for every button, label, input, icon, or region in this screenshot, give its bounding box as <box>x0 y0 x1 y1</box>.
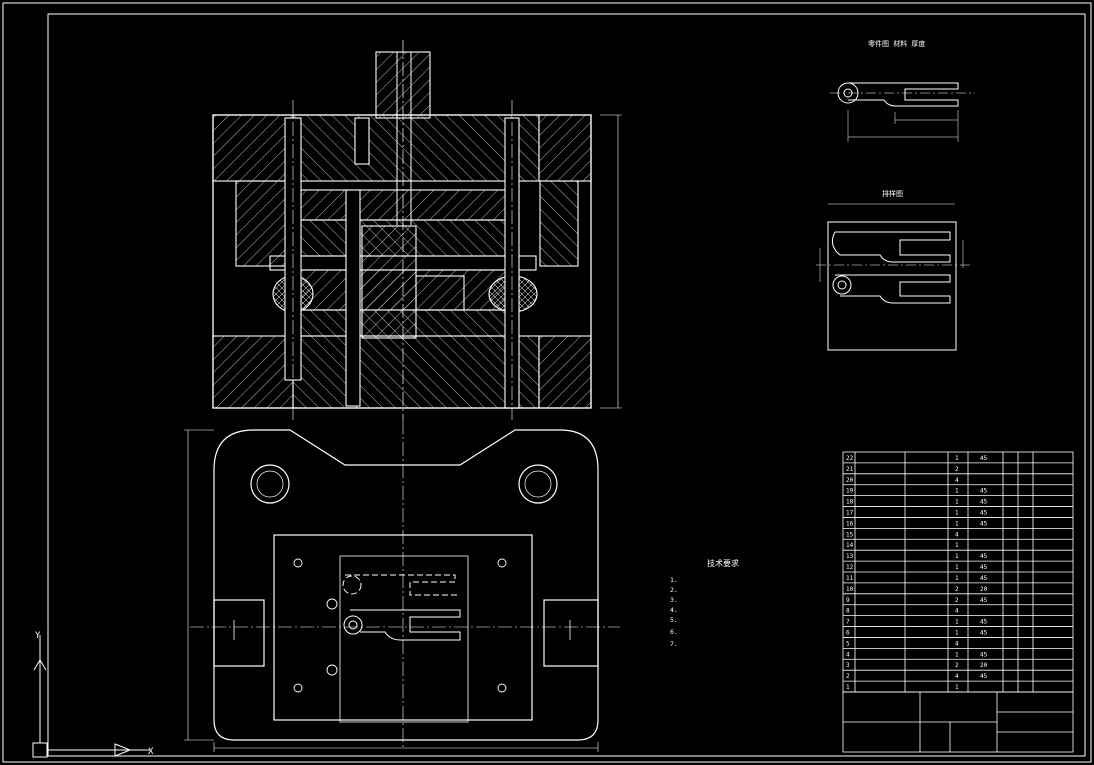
table-cell-qty: 1 <box>955 575 959 582</box>
table-cell-qty: 2 <box>955 586 959 593</box>
table-cell-qty: 4 <box>955 608 959 615</box>
part-drawing-label: 零件图 材料 厚度 <box>868 39 925 48</box>
table-cell-mat: 45 <box>980 488 988 495</box>
tech-req-title: 技术要求 <box>707 558 739 568</box>
strip-layout-label: 排样图 <box>882 189 903 198</box>
table-cell-no: 16 <box>846 520 854 527</box>
table-cell-no: 6 <box>846 630 850 637</box>
table-cell-qty: 2 <box>955 662 959 669</box>
table-cell-mat: 45 <box>980 455 988 462</box>
table-cell-no: 2 <box>846 673 850 680</box>
table-cell-qty: 2 <box>955 597 959 604</box>
table-cell-no: 3 <box>846 662 850 669</box>
table-cell-qty: 4 <box>955 477 959 484</box>
technical-requirements: 技术要求 1. 2. 3. 4. 5. 6. 7. <box>670 558 739 648</box>
strip-layout: 排样图 <box>816 189 970 351</box>
table-cell-qty: 1 <box>955 684 959 691</box>
table-cell-no: 5 <box>846 640 850 647</box>
table-cell-mat: 45 <box>980 575 988 582</box>
table-cell-qty: 1 <box>955 564 959 571</box>
table-cell-no: 18 <box>846 499 854 506</box>
tech-req-line-2: 2. <box>670 586 678 594</box>
table-cell-no: 19 <box>846 488 854 495</box>
table-cell-qty: 1 <box>955 455 959 462</box>
tech-req-line-4: 4. <box>670 606 678 614</box>
table-cell-no: 8 <box>846 608 850 615</box>
table-cell-qty: 1 <box>955 488 959 495</box>
table-cell-qty: 1 <box>955 553 959 560</box>
table-cell-qty: 4 <box>955 531 959 538</box>
table-cell-no: 21 <box>846 466 854 473</box>
table-cell-qty: 1 <box>955 651 959 658</box>
table-cell-no: 11 <box>846 575 854 582</box>
table-cell-no: 4 <box>846 651 850 658</box>
tech-req-line-6: 6. <box>670 628 678 636</box>
table-cell-qty: 1 <box>955 510 959 517</box>
table-cell-no: 12 <box>846 564 854 571</box>
plan-view-lower-die <box>184 420 620 752</box>
ucs-x-label: X <box>148 747 154 757</box>
table-cell-qty: 4 <box>955 640 959 647</box>
table-cell-mat: 45 <box>980 553 988 560</box>
table-cell-no: 20 <box>846 477 854 484</box>
table-cell-mat: 45 <box>980 564 988 571</box>
table-cell-no: 13 <box>846 553 854 560</box>
table-cell-mat: 45 <box>980 597 988 604</box>
table-cell-qty: 1 <box>955 619 959 626</box>
table-cell-mat: 45 <box>980 510 988 517</box>
table-cell-qty: 1 <box>955 542 959 549</box>
tech-req-line-1: 1. <box>670 576 678 584</box>
tech-req-line-3: 3. <box>670 596 678 604</box>
die-cavity <box>342 574 461 641</box>
table-cell-mat: 45 <box>980 673 988 680</box>
table-cell-mat: 45 <box>980 651 988 658</box>
table-cell-qty: 1 <box>955 630 959 637</box>
table-cell-no: 15 <box>846 531 854 538</box>
table-cell-qty: 4 <box>955 673 959 680</box>
front-section-view <box>212 40 622 420</box>
table-cell-mat: 45 <box>980 619 988 626</box>
table-cell-qty: 1 <box>955 499 959 506</box>
table-cell-qty: 2 <box>955 466 959 473</box>
table-cell-mat: 45 <box>980 520 988 527</box>
table-cell-mat: 45 <box>980 499 988 506</box>
ucs-y-label: Y <box>35 631 41 641</box>
table-cell-mat: 45 <box>980 630 988 637</box>
table-cell-mat: 20 <box>980 586 988 593</box>
table-cell-no: 9 <box>846 597 850 604</box>
table-cell-no: 7 <box>846 619 850 626</box>
tech-req-line-7: 7. <box>670 640 678 648</box>
table-cell-no: 22 <box>846 455 854 462</box>
ucs-icon: Y X <box>32 631 154 758</box>
table-cell-no: 14 <box>846 542 854 549</box>
tech-req-line-5: 5. <box>670 616 678 624</box>
screw-holes <box>293 558 507 693</box>
table-cell-qty: 1 <box>955 520 959 527</box>
table-cell-no: 10 <box>846 586 854 593</box>
part-drawing: 零件图 材料 厚度 <box>830 39 975 142</box>
table-cell-no: 17 <box>846 510 854 517</box>
table-cell-mat: 20 <box>980 662 988 669</box>
table-cell-no: 1 <box>846 684 850 691</box>
